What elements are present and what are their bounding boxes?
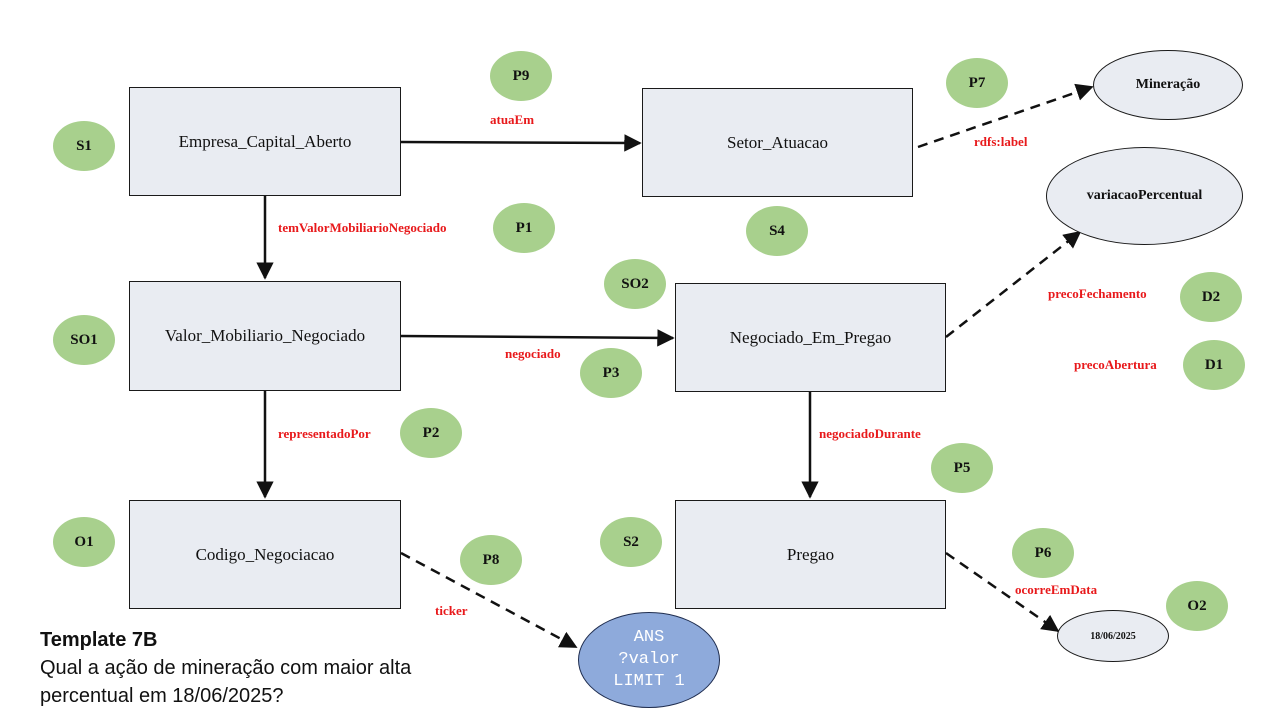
edge-atuaem <box>399 134 642 152</box>
badge-o1: O1 <box>53 517 115 567</box>
edge-label-precofechamento: precoFechamento <box>1048 286 1147 301</box>
node-setor-atuacao: Setor_Atuacao <box>642 88 913 197</box>
badge-d2: D2 <box>1180 272 1242 322</box>
literal-data: 18/06/2025 <box>1057 610 1169 662</box>
literal-variacao-percentual: variacaoPercentual <box>1046 147 1243 245</box>
node-valor-mobiliario-negociado: Valor_Mobiliario_Negociado <box>129 281 401 391</box>
badge-p7: P7 <box>946 58 1008 108</box>
answer-line-3: LIMIT 1 <box>613 672 685 691</box>
edge-label-ocorreemdata: ocorreEmData <box>1015 582 1098 597</box>
badge-p8: P8 <box>460 535 522 585</box>
badge-p9: P9 <box>490 51 552 101</box>
edge-negociado <box>399 329 675 347</box>
edge-label-rdfslabel: rdfs:label <box>974 134 1028 149</box>
badge-p1: P1 <box>493 203 555 253</box>
answer-node: ANS ?valor LIMIT 1 <box>578 612 720 708</box>
edge-ocorreemdata <box>945 551 1060 633</box>
edge-label-negociadodurante: negociadoDurante <box>819 426 921 441</box>
badge-so1: SO1 <box>53 315 115 365</box>
badge-s1: S1 <box>53 121 115 171</box>
literal-mineracao: Mineração <box>1093 50 1243 120</box>
badge-p5: P5 <box>931 443 993 493</box>
caption: Template 7B Qual a ação de mineração com… <box>40 626 500 710</box>
edge-label-precoabertura: precoAbertura <box>1074 357 1157 372</box>
question-text: Qual a ação de mineração com maior alta … <box>40 657 412 707</box>
edge-label-temvalor: temValorMobiliarioNegociado <box>278 220 447 235</box>
edge-label-negociado: negociado <box>505 346 561 361</box>
badge-p2: P2 <box>400 408 462 458</box>
edge-variacao <box>945 230 1082 338</box>
badge-p6: P6 <box>1012 528 1074 578</box>
edge-rdfslabel <box>917 83 1094 149</box>
badge-o2: O2 <box>1166 581 1228 631</box>
edge-label-representadopor: representadoPor <box>278 426 371 441</box>
badge-s2: S2 <box>600 517 662 567</box>
node-negociado-em-pregao: Negociado_Em_Pregao <box>675 283 946 392</box>
badge-s4: S4 <box>746 206 808 256</box>
template-title: Template 7B <box>40 629 158 651</box>
answer-line-2: ?valor <box>618 650 680 669</box>
edge-label-atuaem: atuaEm <box>490 112 535 127</box>
badge-so2: SO2 <box>604 259 666 309</box>
badge-d1: D1 <box>1183 340 1245 390</box>
node-pregao: Pregao <box>675 500 946 609</box>
badge-p3: P3 <box>580 348 642 398</box>
answer-line-1: ANS <box>633 628 665 647</box>
node-empresa-capital-aberto: Empresa_Capital_Aberto <box>129 87 401 196</box>
node-codigo-negociacao: Codigo_Negociacao <box>129 500 401 609</box>
edge-label-ticker: ticker <box>435 603 468 618</box>
